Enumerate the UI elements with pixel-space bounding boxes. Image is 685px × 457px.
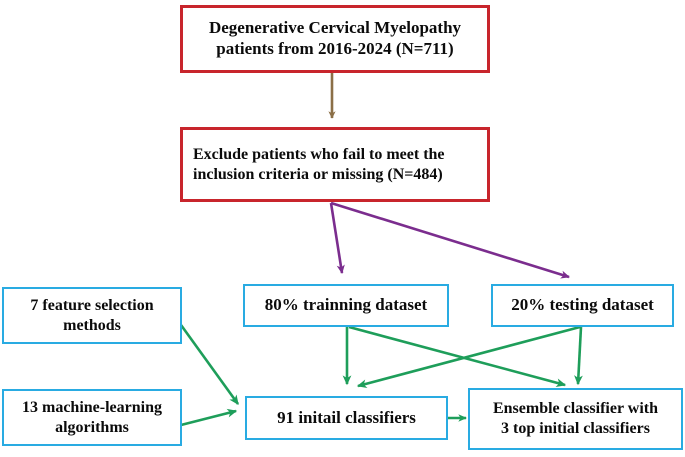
node-initial-classifiers-label: 91 initail classifiers — [277, 407, 416, 427]
node-ml-algorithms[interactable]: 13 machine-learning algorithms — [2, 389, 182, 446]
edge-training-to-ensemble — [348, 325, 567, 388]
node-feature-selection-label: 7 feature selection methods — [30, 296, 154, 334]
node-ensemble-classifier-label: Ensemble classifier with 3 top initial c… — [492, 400, 659, 437]
node-exclude-label: Exclude patients who fail to meet the in… — [193, 145, 445, 183]
node-feature-selection[interactable]: 7 feature selection methods — [2, 287, 182, 344]
edge-algorithms-to-initial — [180, 408, 238, 427]
edge-testing-to-initial — [356, 325, 581, 389]
node-ensemble-classifier[interactable]: Ensemble classifier with 3 top initial c… — [468, 388, 683, 450]
node-training-dataset-label: 80% trainning dataset — [264, 295, 428, 315]
edge-exclude-to-testing — [330, 201, 570, 279]
node-cohort-label: Degenerative Cervical Myelopathy patient… — [208, 18, 462, 58]
node-ml-algorithms-label: 13 machine-learning algorithms — [22, 398, 162, 436]
node-testing-dataset[interactable]: 20% testing dataset — [491, 284, 674, 327]
edge-features-to-initial — [179, 324, 240, 405]
node-exclude[interactable]: Exclude patients who fail to meet the in… — [180, 127, 490, 202]
node-training-dataset[interactable]: 80% trainning dataset — [243, 284, 449, 327]
edge-exclude-to-training — [329, 202, 345, 274]
node-testing-dataset-label: 20% testing dataset — [511, 295, 654, 315]
node-initial-classifiers[interactable]: 91 initail classifiers — [245, 396, 448, 440]
edge-testing-to-ensemble — [574, 326, 583, 386]
node-cohort[interactable]: Degenerative Cervical Myelopathy patient… — [180, 5, 490, 73]
